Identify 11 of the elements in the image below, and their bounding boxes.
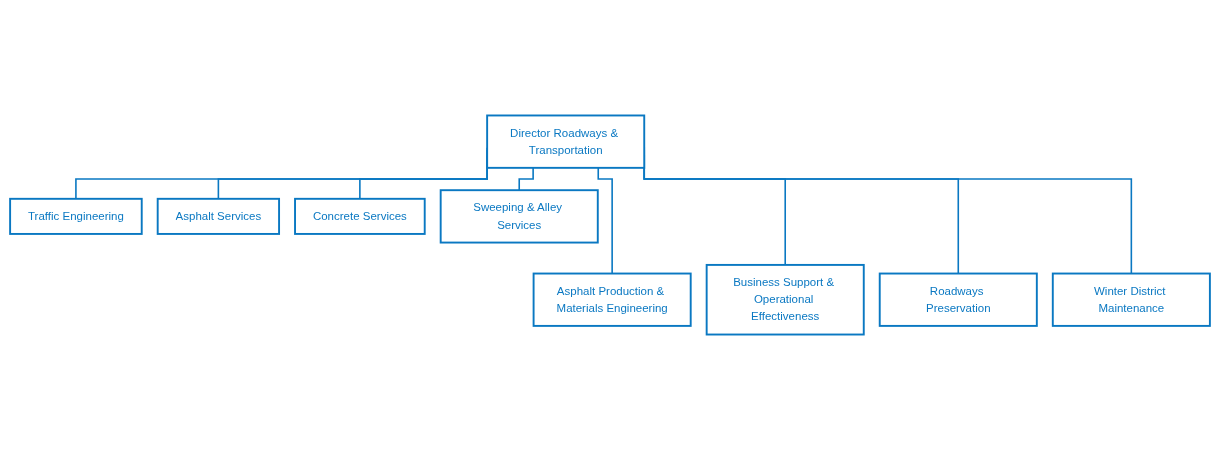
node-box: Winter District Maintenance: [1051, 272, 1211, 327]
node-box: Sweeping & Alley Services: [439, 188, 599, 243]
node-box: Asphalt Services: [156, 197, 281, 235]
node-box: Asphalt Production & Materials Engineering: [532, 272, 692, 327]
node-box: Business Support & Operational Effectiveness: [705, 263, 865, 335]
node-box: Traffic Engineering: [9, 197, 143, 235]
node-box: Roadways Preservation: [878, 272, 1038, 327]
node-box: Concrete Services: [294, 197, 426, 235]
connector: [518, 166, 534, 191]
connector: [597, 166, 613, 274]
node-box: Director Roadways & Transportation: [486, 114, 646, 169]
